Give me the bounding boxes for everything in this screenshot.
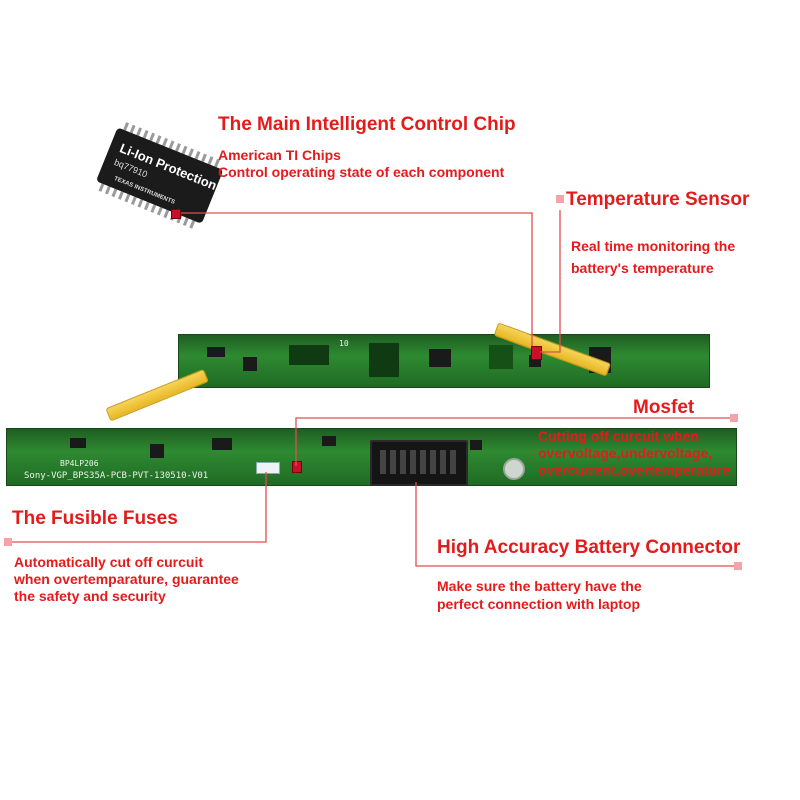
pcb-top-label: 10 <box>339 339 349 348</box>
mosfet-marker <box>292 461 302 473</box>
pcb-bottom-label-code: BP4LP206 <box>60 459 99 468</box>
fusible-fuses-desc-1: Automatically cut off curcuit <box>14 554 204 570</box>
mosfet-title: Mosfet <box>633 397 695 418</box>
fusible-fuse-component <box>256 462 280 474</box>
control-chip-desc-2: Control operating state of each componen… <box>218 164 505 180</box>
fusible-fuses-desc-2: when overtemparature, guarantee <box>14 571 239 587</box>
battery-connector-title: High Accuracy Battery Connector <box>437 537 741 558</box>
temperature-sensor-desc-2: battery's temperature <box>571 260 714 276</box>
mosfet-title-marker <box>730 414 738 422</box>
mosfet-desc-1: Cutting off curcuit when <box>538 428 699 444</box>
temperature-sensor-desc-1: Real time monitoring the <box>571 238 736 254</box>
pcb-bottom-label-model: Sony-VGP_BPS35A-PCB-PVT-130510-V01 <box>24 471 209 481</box>
fusible-fuses-title: The Fusible Fuses <box>12 508 178 529</box>
battery-connector-component <box>370 440 468 486</box>
mosfet-desc-3: overcurrent,overtemperature <box>538 462 731 478</box>
screw-hole <box>503 458 525 480</box>
fuses-title-marker <box>4 538 12 546</box>
control-chip-image: Li-Ion Protection bq77910 TEXAS INSTRUME… <box>88 118 238 238</box>
fuse-side-tape <box>105 368 209 422</box>
temperature-sensor-marker <box>531 346 542 360</box>
chip-icon: Li-Ion Protection bq77910 TEXAS INSTRUME… <box>97 122 223 229</box>
battery-connector-desc-2: perfect connection with laptop <box>437 596 641 612</box>
control-chip-title: The Main Intelligent Control Chip <box>218 114 516 135</box>
connector-title-marker <box>734 562 742 570</box>
temperature-title-marker <box>556 195 564 203</box>
temperature-sensor-title: Temperature Sensor <box>566 189 750 210</box>
pcb-board-top: 10 <box>178 334 710 388</box>
chip-marker <box>171 209 181 219</box>
mosfet-desc-2: overvoltage,undervoltage, <box>538 445 713 461</box>
fusible-fuses-desc-3: the safety and security <box>14 588 166 604</box>
control-chip-desc-1: American TI Chips <box>218 147 341 163</box>
battery-connector-desc-1: Make sure the battery have the <box>437 578 642 594</box>
